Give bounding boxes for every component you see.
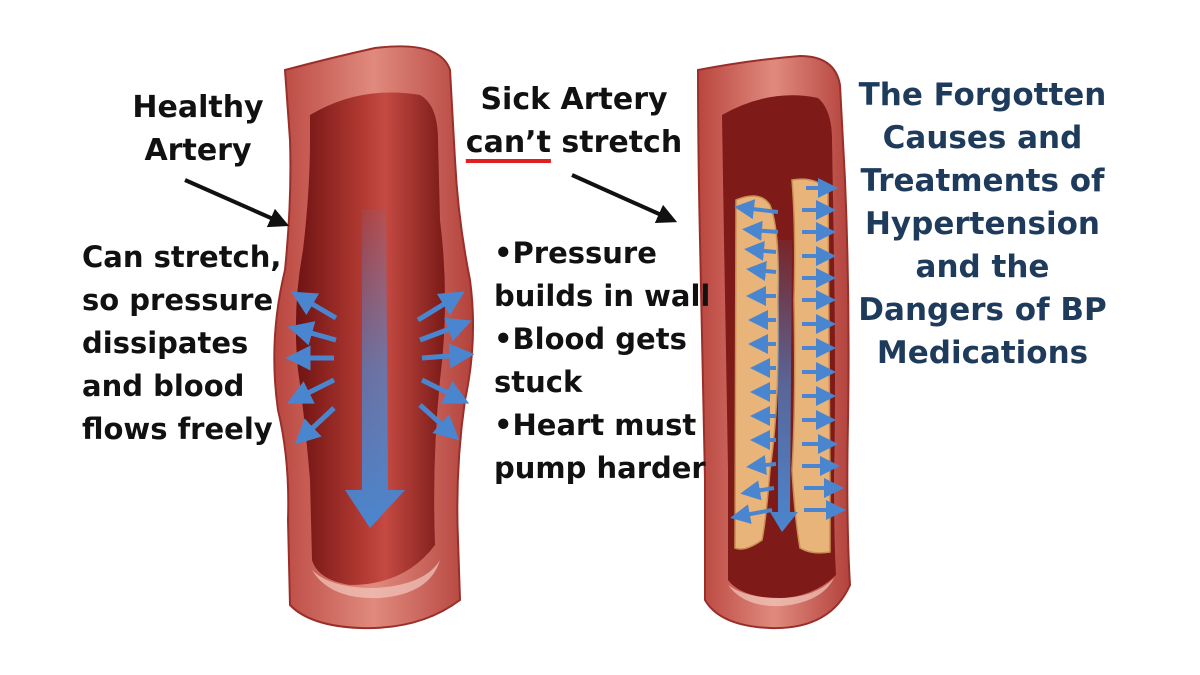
healthy-description-line: Can stretch, xyxy=(82,240,282,274)
healthy-description-line: so pressure xyxy=(82,283,274,317)
title-line: The Forgotten xyxy=(858,77,1107,113)
sick-heading-line: Sick Artery xyxy=(480,82,668,117)
sick-heading-rest: stretch xyxy=(550,125,683,160)
pressure-arrow xyxy=(746,261,777,281)
pressure-arrow xyxy=(416,291,465,323)
title-line: Dangers of BP xyxy=(858,292,1107,328)
healthy-description-line: dissipates xyxy=(82,326,249,360)
pressure-arrow xyxy=(419,317,472,343)
title-line: Treatments of xyxy=(860,163,1105,199)
sick-artery xyxy=(696,54,852,630)
sick-bullet-line: pump harder xyxy=(494,451,706,485)
pressure-arrow xyxy=(744,240,777,261)
sick-heading-line: can’t stretch xyxy=(458,121,690,164)
pressure-arrow xyxy=(421,343,475,369)
sick-bullet-line: •Blood gets xyxy=(494,322,687,356)
pressure-arrow xyxy=(730,504,773,524)
pressure-arrow xyxy=(287,321,337,346)
cant-underlined: can’t xyxy=(465,125,551,160)
sick-bullet-line: •Heart must xyxy=(494,408,697,442)
pressure-arrow xyxy=(420,377,470,404)
title-line: Hypertension xyxy=(864,206,1100,242)
healthy-flow-arrow xyxy=(345,210,405,528)
healthy-pointer-arrow xyxy=(184,178,290,228)
pressure-arrow xyxy=(294,406,336,445)
healthy-description-line: and blood xyxy=(82,369,245,403)
sick-bullets: •Pressure builds in wall •Blood gets stu… xyxy=(494,232,710,490)
sick-artery-opening xyxy=(728,578,834,607)
title-line: Causes and xyxy=(882,120,1083,156)
sick-bullet-line: •Pressure xyxy=(494,236,657,270)
page-title: The Forgotten Causes and Treatments of H… xyxy=(855,74,1110,375)
sick-flow-arrow xyxy=(770,240,798,532)
pressure-arrow xyxy=(742,220,779,241)
pressure-arrow xyxy=(418,403,460,441)
healthy-heading-line: Artery xyxy=(144,133,252,168)
sick-heading: Sick Artery can’t stretch xyxy=(458,78,690,164)
sick-bullet-line: stuck xyxy=(494,365,583,399)
sick-pressure-arrows xyxy=(730,178,846,524)
pressure-arrow xyxy=(734,199,779,220)
healthy-description: Can stretch, so pressure dissipates and … xyxy=(82,236,281,451)
healthy-heading-line: Healthy xyxy=(132,90,264,125)
sick-bullet-line: builds in wall xyxy=(494,279,711,313)
pressure-arrow xyxy=(286,377,336,404)
pressure-arrow xyxy=(746,455,777,475)
pressure-arrow xyxy=(740,480,775,501)
healthy-description-line: flows freely xyxy=(82,412,273,446)
healthy-artery xyxy=(273,45,475,630)
title-line: and the xyxy=(915,249,1050,285)
healthy-heading: Healthy Artery xyxy=(118,86,278,172)
title-line: Medications xyxy=(876,335,1089,371)
sick-pointer-arrow xyxy=(571,173,678,224)
healthy-artery-opening xyxy=(312,560,440,599)
pressure-arrow xyxy=(291,291,338,321)
healthy-pressure-arrows xyxy=(285,291,475,445)
